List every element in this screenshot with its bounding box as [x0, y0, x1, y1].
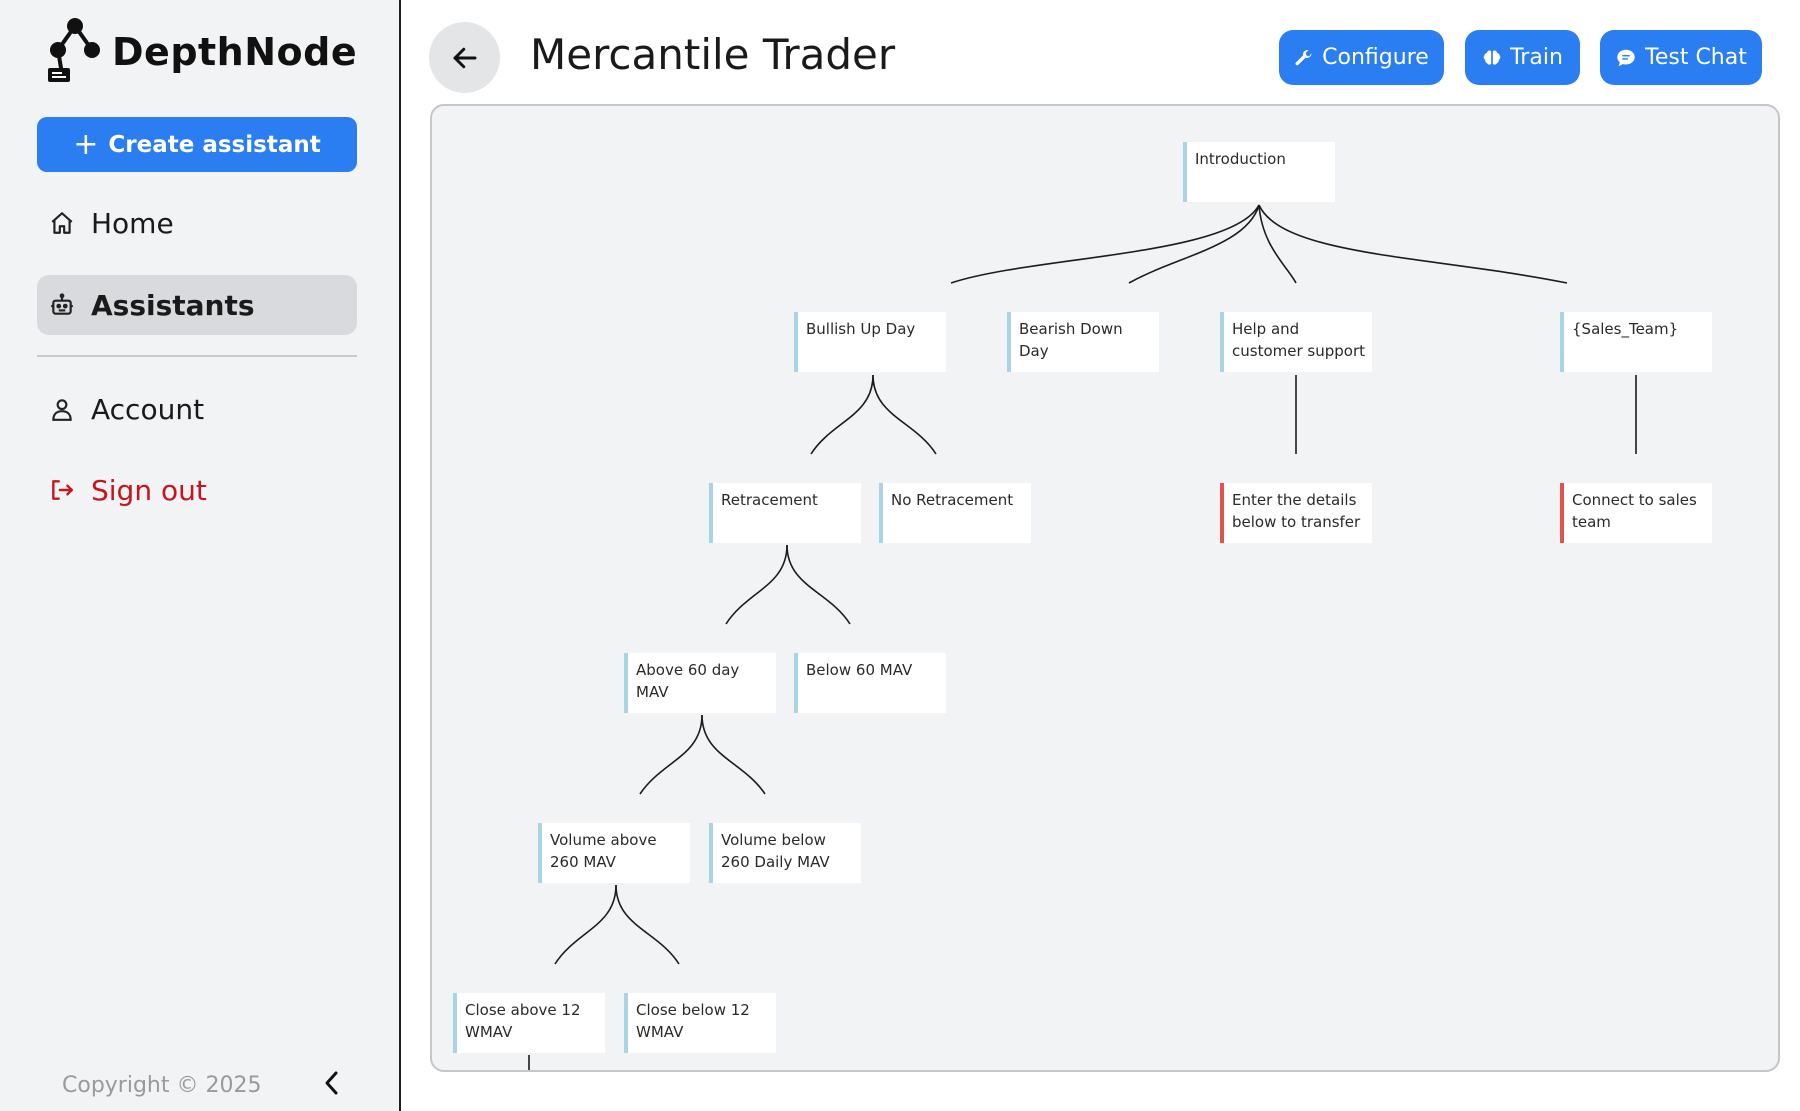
flow-node[interactable]: Introduction: [1183, 142, 1335, 202]
collapse-sidebar-icon[interactable]: [318, 1066, 346, 1100]
create-assistant-button[interactable]: + Create assistant: [37, 117, 357, 172]
flow-node[interactable]: Retracement: [709, 483, 861, 543]
train-label: Train: [1510, 45, 1563, 70]
edge-intro-help: [1258, 204, 1297, 284]
sign-out-icon: [47, 475, 77, 505]
wrench-icon: [1295, 49, 1312, 65]
edge-retrace-above60: [725, 544, 788, 625]
edge-intro-bearish: [1128, 204, 1260, 284]
flow-edges: [528, 204, 1637, 1070]
flow-node[interactable]: Volume above 260 MAV: [538, 823, 690, 883]
chat-bubble-icon: [1617, 49, 1635, 66]
plus-icon: +: [73, 126, 99, 162]
edge-bullish-retrace: [810, 374, 874, 455]
test-chat-label: Test Chat: [1645, 45, 1747, 70]
sidebar-item-label: Sign out: [91, 473, 207, 507]
edge-above60-volabove: [639, 714, 703, 795]
flow-node[interactable]: Close above 12 WMAV: [453, 993, 605, 1053]
sidebar-item-account[interactable]: Account: [37, 379, 357, 439]
logo[interactable]: DepthNode: [46, 16, 357, 88]
back-button[interactable]: [429, 22, 500, 93]
flow-node[interactable]: No Retracement: [879, 483, 1031, 543]
flow-node[interactable]: Bullish Up Day: [794, 312, 946, 372]
flow-node[interactable]: Above 60 day MAV: [624, 653, 776, 713]
sidebar-item-label: Assistants: [91, 288, 255, 322]
edge-volabove-closeabove: [554, 884, 617, 965]
sidebar: DepthNode + Create assistant Home Assist…: [0, 0, 401, 1111]
home-icon: [47, 208, 77, 238]
sidebar-item-label: Home: [91, 206, 174, 240]
user-icon: [47, 394, 77, 424]
page-title: Mercantile Trader: [530, 30, 896, 79]
sidebar-item-assistants[interactable]: Assistants: [37, 275, 357, 335]
edge-intro-sales: [1258, 204, 1568, 284]
brain-icon: [1483, 49, 1501, 65]
create-assistant-label: Create assistant: [108, 131, 321, 158]
copyright: Copyright © 2025: [62, 1073, 262, 1098]
edge-above60-volbelow: [701, 714, 766, 795]
arrow-left-icon: [453, 47, 476, 68]
sidebar-item-label: Account: [91, 392, 205, 426]
edge-volabove-closebelow: [615, 884, 680, 965]
flow-node-terminal[interactable]: Connect to sales team: [1560, 483, 1712, 543]
flow-canvas[interactable]: Introduction Bullish Up Day Bearish Down…: [430, 104, 1780, 1072]
logo-icon: [48, 18, 100, 82]
train-button[interactable]: Train: [1465, 30, 1580, 85]
flow-node[interactable]: Close below 12 WMAV: [624, 993, 776, 1053]
edge-intro-bullish: [950, 204, 1260, 284]
configure-label: Configure: [1322, 45, 1429, 70]
edge-bullish-noretrace: [872, 374, 937, 455]
flow-node[interactable]: Volume below 260 Daily MAV: [709, 823, 861, 883]
test-chat-button[interactable]: Test Chat: [1600, 30, 1762, 85]
brand-name: DepthNode: [112, 30, 358, 74]
sidebar-item-home[interactable]: Home: [37, 193, 357, 253]
sidebar-divider: [37, 355, 357, 357]
edge-retrace-below60: [786, 544, 851, 625]
flow-node[interactable]: Below 60 MAV: [794, 653, 946, 713]
flow-node[interactable]: Help and customer support: [1220, 312, 1372, 372]
robot-icon: [47, 290, 77, 320]
flow-node[interactable]: Bearish Down Day: [1007, 312, 1159, 372]
configure-button[interactable]: Configure: [1279, 30, 1444, 85]
flow-node[interactable]: {Sales_Team}: [1560, 312, 1712, 372]
sidebar-item-sign-out[interactable]: Sign out: [37, 460, 357, 520]
flow-node-terminal[interactable]: Enter the details below to transfer: [1220, 483, 1372, 543]
